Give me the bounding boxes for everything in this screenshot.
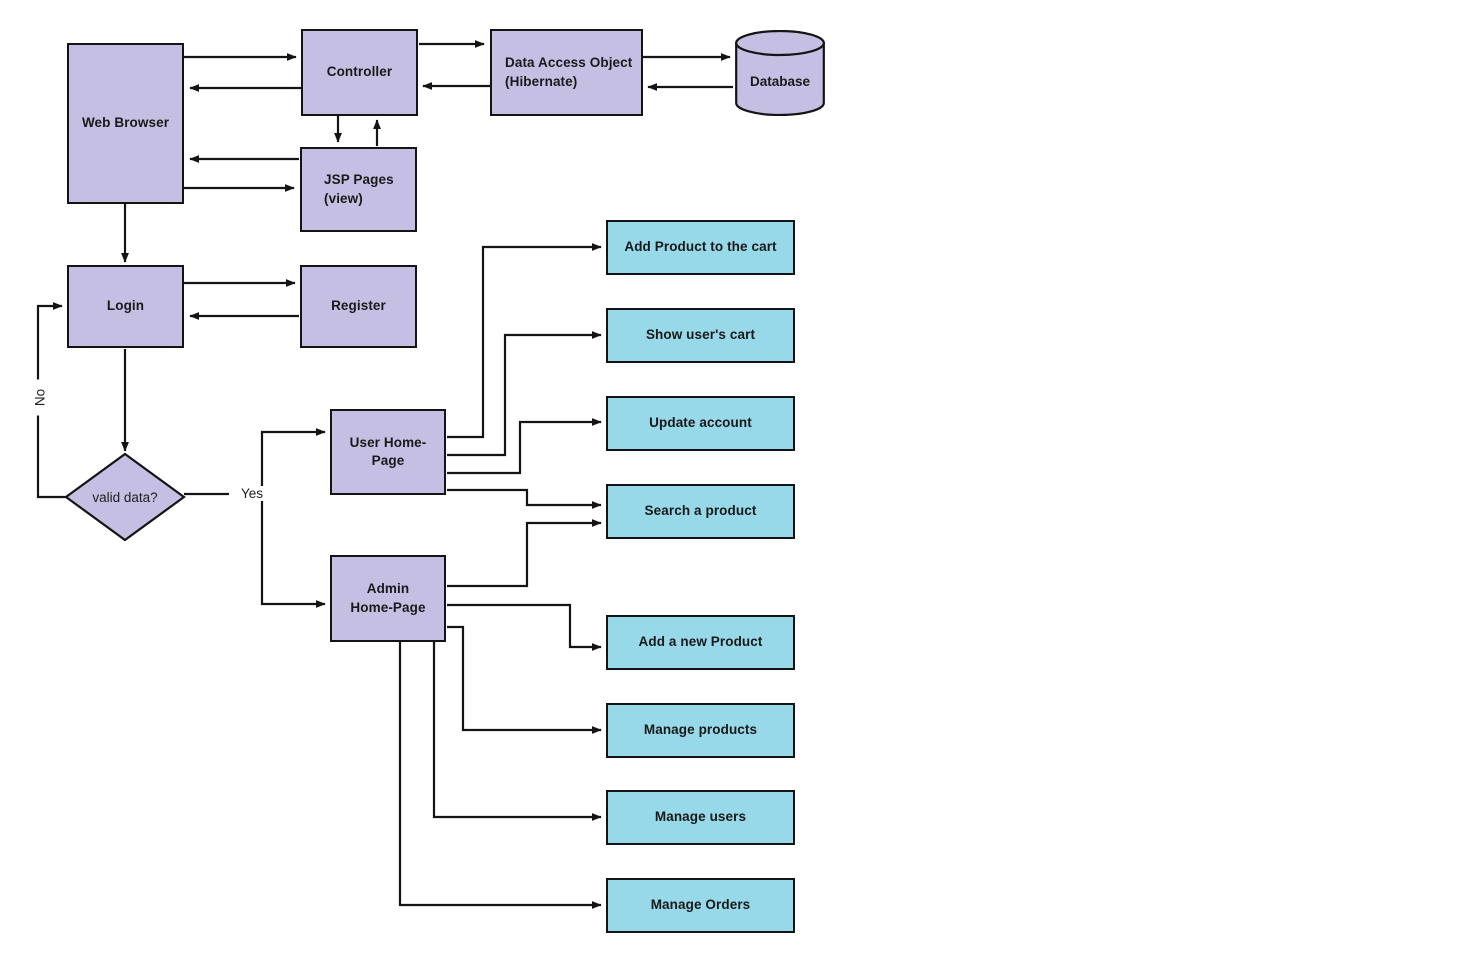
edge-yes-to-user-home — [260, 428, 326, 494]
edge-admin-to-manage-orders — [398, 642, 602, 909]
node-admin-home-page-label: Admin Home-Page — [350, 581, 426, 615]
node-manage-orders[interactable]: Manage Orders — [606, 878, 795, 933]
node-login[interactable]: Login — [67, 265, 184, 348]
node-database-label: Database — [749, 73, 811, 89]
node-manage-products[interactable]: Manage products — [606, 703, 795, 758]
node-update-account[interactable]: Update account — [606, 396, 795, 451]
node-jsp-pages-label: JSP Pages (view) — [324, 172, 394, 206]
edge-yes-to-admin-home — [260, 494, 326, 608]
node-database[interactable]: Database — [735, 30, 825, 116]
node-add-a-new-product-label: Add a new Product — [638, 634, 763, 650]
edge-admin-to-add-product — [447, 603, 602, 651]
node-search-a-product[interactable]: Search a product — [606, 484, 795, 539]
node-search-a-product-label: Search a product — [644, 503, 757, 519]
edge-admin-to-manage-products — [447, 625, 602, 734]
node-show-users-cart-label: Show user's cart — [645, 327, 756, 343]
node-jsp-pages[interactable]: JSP Pages (view) — [300, 147, 417, 232]
edge-user-to-search-product — [447, 488, 602, 509]
edge-user-to-update-account — [447, 418, 602, 475]
edge-user-to-add-product-cart — [447, 243, 602, 439]
node-user-home-page[interactable]: User Home-Page — [330, 409, 446, 495]
node-data-access-object[interactable]: Data Access Object (Hibernate) — [490, 29, 643, 116]
node-controller[interactable]: Controller — [301, 29, 418, 116]
node-valid-data-label: valid data? — [92, 489, 158, 505]
node-manage-users-label: Manage users — [654, 809, 747, 825]
node-add-product-to-cart-label: Add Product to the cart — [624, 239, 777, 255]
edge-admin-to-search-product — [447, 519, 602, 588]
edge-user-to-show-cart — [447, 331, 602, 457]
node-add-a-new-product[interactable]: Add a new Product — [606, 615, 795, 670]
node-update-account-label: Update account — [649, 415, 752, 431]
node-admin-home-page[interactable]: Admin Home-Page — [330, 555, 446, 642]
edge-label-yes-text: Yes — [241, 486, 264, 501]
edge-label-yes: Yes — [239, 486, 266, 501]
node-add-product-to-cart[interactable]: Add Product to the cart — [606, 220, 795, 275]
node-show-users-cart[interactable]: Show user's cart — [606, 308, 795, 363]
node-manage-users[interactable]: Manage users — [606, 790, 795, 845]
node-register[interactable]: Register — [300, 265, 417, 348]
edge-label-no-text: No — [32, 388, 48, 407]
edge-label-no: No — [32, 379, 48, 416]
node-web-browser-label: Web Browser — [81, 115, 170, 131]
node-manage-orders-label: Manage Orders — [650, 897, 751, 913]
node-login-label: Login — [106, 298, 145, 314]
node-manage-products-label: Manage products — [643, 722, 758, 738]
node-data-access-object-label: Data Access Object (Hibernate) — [505, 55, 633, 89]
node-controller-label: Controller — [326, 64, 393, 80]
node-user-home-page-label: User Home-Page — [349, 434, 427, 468]
edge-admin-to-manage-users — [432, 642, 602, 821]
node-valid-data-decision[interactable]: valid data? — [64, 452, 186, 542]
node-web-browser[interactable]: Web Browser — [67, 43, 184, 204]
node-register-label: Register — [331, 298, 386, 314]
